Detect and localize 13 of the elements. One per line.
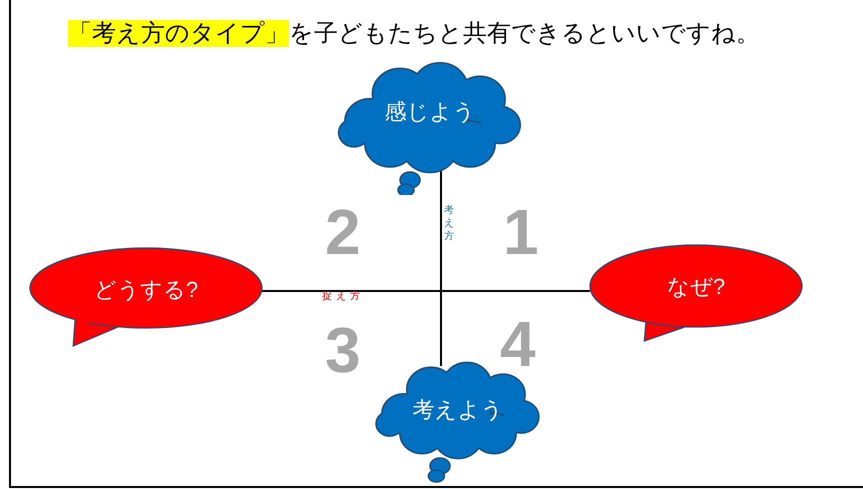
node-text: 考えよう: [412, 399, 504, 421]
edge-label: 考え方: [444, 204, 454, 243]
quadrant-number: 2: [325, 200, 361, 264]
quadrant-number: 4: [500, 312, 536, 376]
edge-label: 捉え方: [322, 292, 364, 302]
axis-line: [440, 170, 442, 366]
node-text: 感じよう: [384, 101, 476, 123]
axis-line: [262, 290, 590, 292]
quadrant-number: 1: [503, 200, 539, 264]
title: 「考え方のタイプ」を子どもたちと共有できるといいですね。: [68, 19, 760, 49]
node-text: なぜ?: [666, 276, 726, 298]
node-text: どうする?: [94, 279, 198, 301]
quadrant-number: 3: [325, 318, 361, 382]
